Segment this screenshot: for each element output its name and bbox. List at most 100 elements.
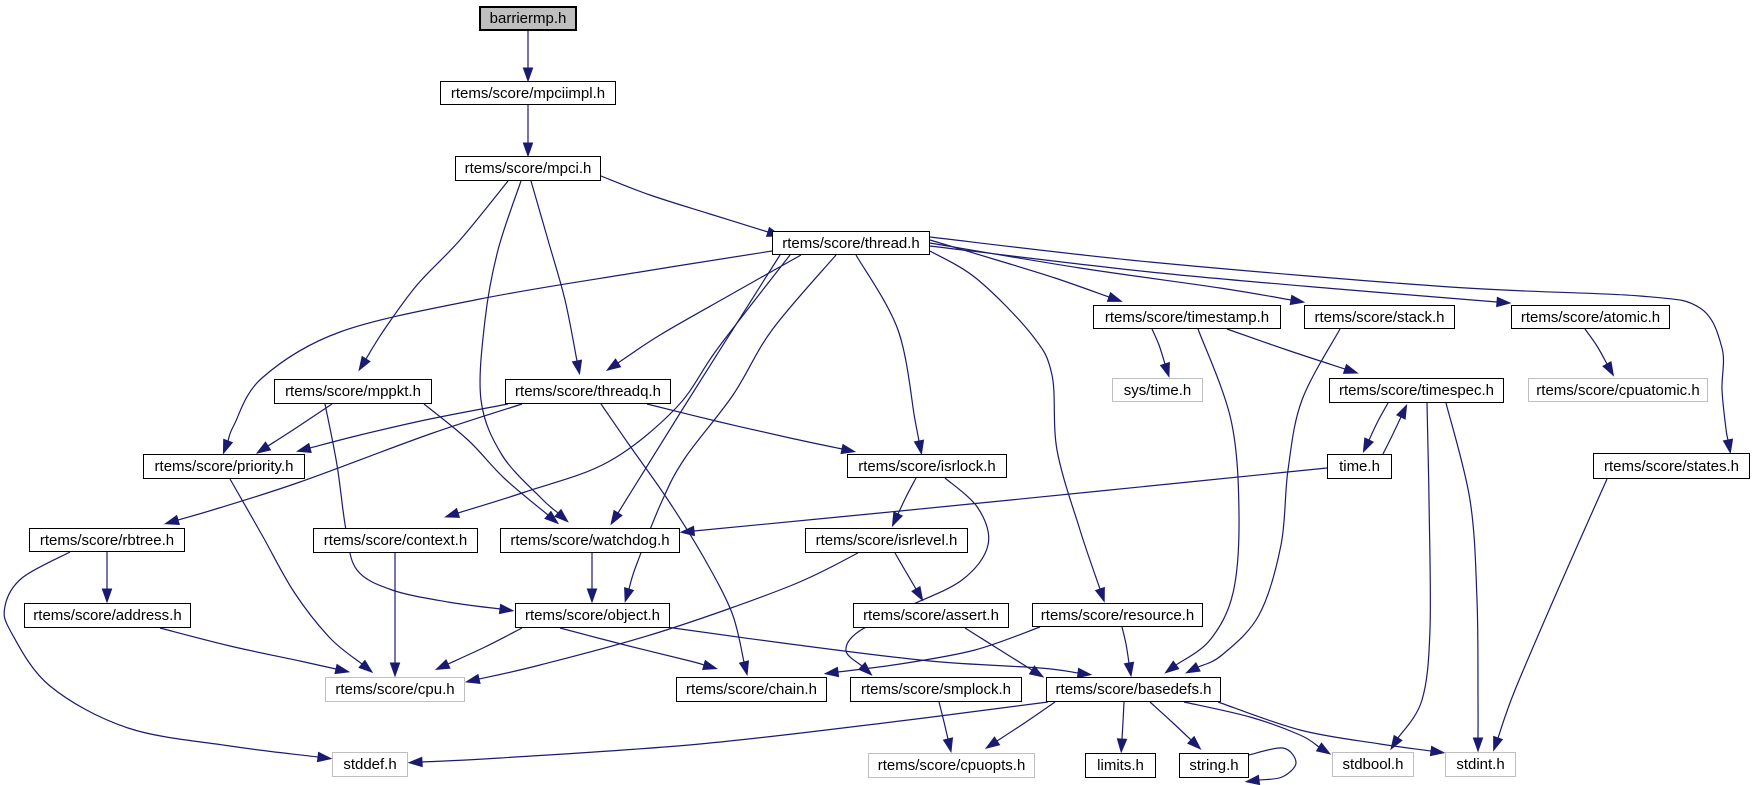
edge-basedefs-string: [1149, 701, 1202, 750]
node-isrlevel[interactable]: rtems/score/isrlevel.h: [805, 528, 968, 553]
arrowhead: [522, 67, 534, 83]
node-address[interactable]: rtems/score/address.h: [24, 603, 191, 628]
arrowhead: [702, 659, 718, 670]
edge-mppkt-watchdog: [423, 403, 560, 525]
node-label: rtems/score/timestamp.h: [1104, 308, 1270, 326]
node-label: rtems/score/states.h: [1603, 457, 1740, 475]
edge-basedefs-cpuopts: [984, 701, 1056, 749]
edge-basedefs-stdint: [1217, 701, 1446, 757]
edge-time-timespec: [1382, 403, 1408, 455]
node-assert[interactable]: rtems/score/assert.h: [853, 603, 1009, 628]
node-label: limits.h: [1097, 757, 1144, 774]
node-timespec[interactable]: rtems/score/timespec.h: [1329, 378, 1504, 403]
arrowhead: [738, 660, 750, 677]
arrowhead: [554, 508, 569, 523]
node-object[interactable]: rtems/score/object.h: [515, 603, 670, 628]
node-cpuopts: rtems/score/cpuopts.h: [868, 753, 1035, 778]
node-limits[interactable]: limits.h: [1085, 753, 1156, 778]
edge-threadq-priority: [295, 403, 509, 454]
arrowhead: [444, 507, 461, 518]
edge-thread-isrlock: [855, 254, 925, 456]
node-states[interactable]: rtems/score/states.h: [1593, 453, 1750, 479]
arrowhead: [913, 439, 925, 456]
arrowhead: [389, 662, 401, 678]
node-isrlock[interactable]: rtems/score/isrlock.h: [847, 454, 1007, 478]
node-stdint: stdint.h: [1445, 752, 1516, 777]
node-atomic[interactable]: rtems/score/atomic.h: [1511, 305, 1670, 329]
node-thread[interactable]: rtems/score/thread.h: [772, 231, 930, 255]
node-basedefs[interactable]: rtems/score/basedefs.h: [1046, 677, 1221, 702]
node-label: rtems/score/cpu.h: [335, 681, 455, 698]
edge-timestamp-systime: [1151, 328, 1170, 378]
node-priority[interactable]: rtems/score/priority.h: [143, 454, 305, 479]
node-resource[interactable]: rtems/score/resource.h: [1032, 603, 1203, 627]
arrowhead: [222, 438, 234, 455]
edge-thread-priority: [222, 250, 773, 455]
arrowhead: [358, 659, 374, 674]
edge-states-stdint: [1493, 478, 1608, 752]
arrowhead: [1493, 735, 1504, 752]
node-string[interactable]: string.h: [1179, 753, 1249, 778]
arrowhead: [464, 673, 481, 685]
edge-assert-basedefs: [964, 627, 1045, 678]
arrowhead: [1244, 774, 1261, 785]
node-watchdog[interactable]: rtems/score/watchdog.h: [500, 528, 680, 553]
arrowhead: [984, 736, 1001, 749]
arrowhead: [840, 443, 857, 455]
node-context[interactable]: rtems/score/context.h: [313, 528, 478, 553]
node-cpuatomic: rtems/score/cpuatomic.h: [1528, 378, 1708, 402]
node-label: rtems/score/object.h: [524, 607, 661, 624]
edge-thread-timestamp: [929, 239, 1123, 302]
edge-mpci-thread: [600, 175, 782, 237]
node-stack[interactable]: rtems/score/stack.h: [1304, 305, 1455, 329]
node-time[interactable]: time.h: [1327, 454, 1392, 479]
node-label: rtems/score/isrlevel.h: [815, 532, 958, 549]
arrowhead: [605, 358, 622, 372]
edge-thread-resource: [929, 250, 1105, 603]
node-label: rtems/score/context.h: [323, 532, 468, 549]
edge-object-basedefs: [665, 626, 1093, 679]
edge-string-string: [1244, 747, 1297, 785]
node-label: rtems/score/priority.h: [154, 458, 294, 475]
node-stdbool: stdbool.h: [1332, 752, 1414, 777]
node-smplock[interactable]: rtems/score/smplock.h: [850, 677, 1022, 702]
node-mppkt[interactable]: rtems/score/mppkt.h: [274, 379, 432, 404]
arrowhead: [1362, 437, 1375, 454]
arrowhead: [407, 756, 423, 768]
edge-timestamp-timespec: [1226, 328, 1359, 374]
arrowhead: [1390, 734, 1403, 751]
edge-mpci-watchdog: [479, 180, 569, 523]
arrowhead: [1342, 363, 1359, 374]
edge-resource-chain: [823, 626, 1041, 678]
node-timestamp[interactable]: rtems/score/timestamp.h: [1093, 305, 1281, 329]
edge-timespec-stdbool: [1390, 402, 1432, 751]
edge-atomic-cpuatomic: [1584, 328, 1615, 377]
node-rbtree[interactable]: rtems/score/rbtree.h: [29, 528, 185, 552]
arrowhead: [1602, 360, 1615, 377]
node-label: rtems/score/timespec.h: [1338, 382, 1495, 399]
edge-stack-basedefs: [1185, 328, 1341, 674]
node-label: rtems/score/address.h: [33, 607, 182, 624]
arrowhead: [1186, 735, 1202, 750]
node-barriermp: barriermp.h: [479, 6, 577, 31]
node-label: rtems/score/assert.h: [863, 607, 999, 624]
arrowhead: [1159, 361, 1170, 378]
arrowhead: [1472, 737, 1484, 753]
node-label: time.h: [1339, 458, 1380, 475]
node-chain[interactable]: rtems/score/chain.h: [676, 677, 827, 702]
edge-object-chain: [559, 627, 718, 670]
node-label: rtems/score/mppkt.h: [285, 383, 421, 400]
node-label: stdint.h: [1456, 756, 1505, 773]
edge-isrlock-smplock: [845, 477, 990, 676]
arrowhead: [1289, 294, 1306, 306]
node-threadq[interactable]: rtems/score/threadq.h: [505, 379, 671, 404]
edge-watchdog-object: [586, 553, 598, 604]
edge-priority-cpu: [229, 478, 374, 674]
node-label: rtems/score/thread.h: [782, 234, 920, 252]
arrowhead: [1429, 745, 1446, 757]
edge-rbtree-address: [101, 552, 113, 604]
node-mpciimpl[interactable]: rtems/score/mpciimpl.h: [440, 81, 616, 105]
node-label: rtems/score/resource.h: [1040, 606, 1195, 624]
node-mpci[interactable]: rtems/score/mpci.h: [455, 156, 601, 181]
